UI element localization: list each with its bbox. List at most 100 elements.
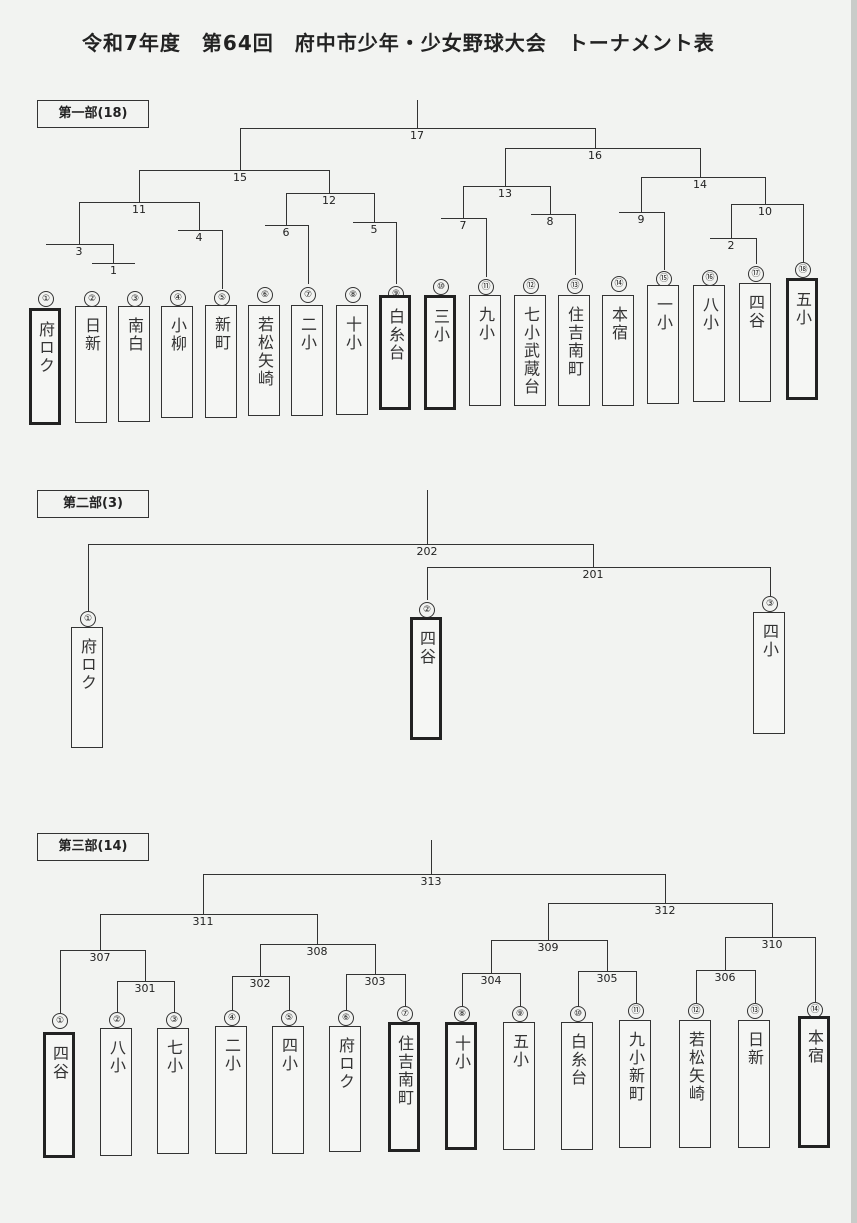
bracket-line [427,567,428,600]
bracket-line [641,177,642,212]
seed-number: ⑩ [570,1006,586,1022]
team-name: 十小 [452,1035,471,1071]
team-box: 南白 [118,306,150,422]
team-box: 日新 [75,306,107,423]
team-box: 本宿 [602,295,634,406]
seed-number: ⑱ [795,262,811,278]
bracket-line [117,981,174,982]
team-name: 白糸台 [386,308,405,362]
team-name: 小柳 [168,317,187,353]
team-name: 白糸台 [568,1033,587,1087]
seed-number: ⑥ [338,1010,354,1026]
team-box: 日新 [738,1020,770,1148]
bracket-line [60,950,145,951]
team-box: 白糸台 [561,1022,593,1150]
match-number: 303 [362,975,388,988]
bracket-line [88,544,593,545]
bracket-line [595,128,596,148]
team-name: 四小 [279,1037,298,1073]
match-number: 202 [414,545,440,558]
bracket-line [431,840,432,874]
bracket-line [417,100,418,128]
bracket-line [731,204,732,238]
match-number: 16 [586,149,604,162]
team-box: 四小 [753,612,785,734]
bracket-line [578,971,579,1006]
bracket-line [329,170,330,193]
team-box: 一小 [647,285,679,404]
bracket-line [117,981,118,1012]
team-box: 本宿 [798,1016,830,1148]
bracket-line [346,974,347,1010]
team-box: 若松矢崎 [679,1020,711,1148]
team-name: 住吉南町 [395,1035,414,1107]
seed-number: ⑧ [345,287,361,303]
bracket-line [636,971,637,1003]
seed-number: ⑨ [512,1006,528,1022]
team-box: 小柳 [161,306,193,418]
seed-number: ③ [166,1012,182,1028]
seed-number: ⑤ [281,1010,297,1026]
bracket-line [265,225,308,226]
team-box: 五小 [786,278,818,400]
seed-number: ⑦ [397,1006,413,1022]
bracket-line [222,230,223,289]
bracket-line [232,976,289,977]
match-number: 305 [594,972,620,985]
seed-number: ⑪ [478,279,494,295]
team-name: 八小 [107,1039,126,1075]
match-number: 312 [652,904,678,917]
seed-number: ② [84,291,100,307]
seed-number: ⑫ [688,1003,704,1019]
bracket-line [203,874,665,875]
team-name: 府ロク [336,1037,355,1091]
seed-number: ⑬ [567,278,583,294]
team-name: 新町 [212,316,231,352]
match-number: 12 [320,194,338,207]
team-box: 四谷 [739,283,771,402]
bracket-line [232,976,233,1010]
bracket-line [772,903,773,937]
bracket-line [139,170,140,202]
bracket-line [815,937,816,1002]
bracket-line [60,950,61,1013]
team-name: 五小 [793,291,812,327]
team-box: 九小新町 [619,1020,651,1148]
match-number: 311 [190,915,216,928]
bracket-line [203,874,204,914]
bracket-line [491,940,607,941]
match-number: 4 [193,231,205,244]
bracket-line [199,202,200,230]
bracket-line [770,567,771,596]
bracket-line [664,212,665,270]
bracket-line [505,148,700,149]
bracket-line [46,244,113,245]
match-number: 313 [418,875,444,888]
bracket-line [240,128,595,129]
seed-number: ④ [170,290,186,306]
seed-number: ④ [224,1010,240,1026]
bracket-line [79,202,80,244]
team-box: 七小武蔵台 [514,295,546,406]
team-box: 七小 [157,1028,189,1154]
seed-number: ⑦ [300,287,316,303]
seed-number: ③ [762,596,778,612]
bracket-line [486,218,487,277]
team-name: 五小 [510,1033,529,1069]
bracket-line [550,186,551,214]
team-box: 府ロク [29,308,61,425]
team-box: 四谷 [43,1032,75,1158]
division-label: 第二部(3) [37,490,149,518]
bracket-line [696,970,697,1003]
team-name: 府ロク [78,638,97,692]
division-label: 第三部(14) [37,833,149,861]
bracket-line [462,973,463,1006]
seed-number: ⑬ [747,1003,763,1019]
bracket-line [505,148,506,186]
bracket-line [100,914,317,915]
match-number: 308 [304,945,330,958]
team-name: 本宿 [609,306,628,342]
match-number: 2 [725,239,737,252]
seed-number: ② [419,602,435,618]
bracket-line [308,225,309,284]
